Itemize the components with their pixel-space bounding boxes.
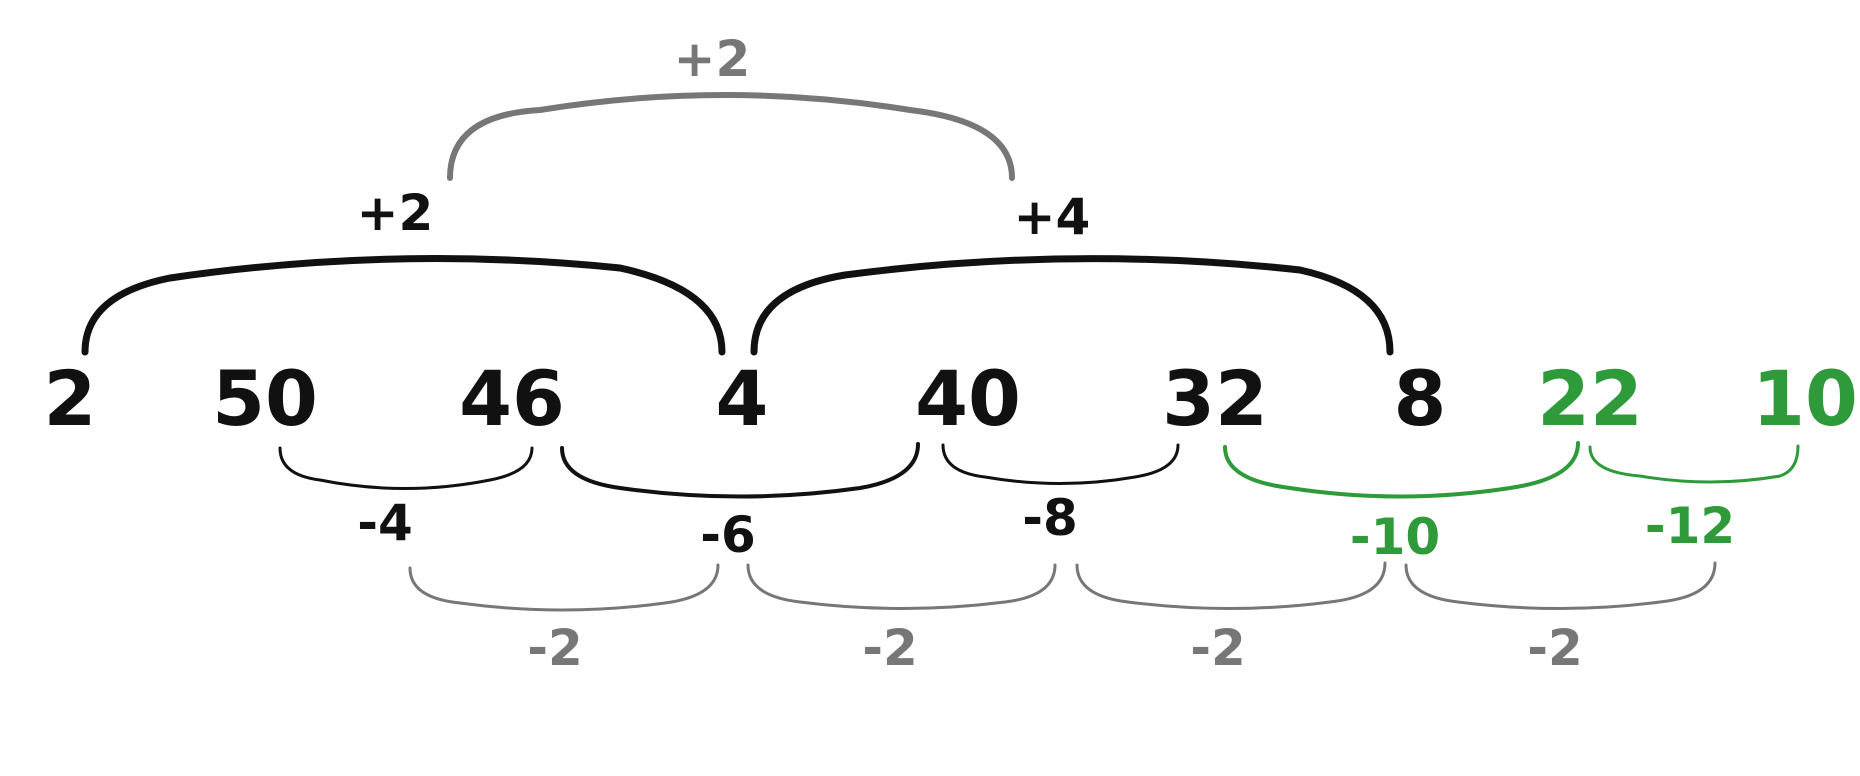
lower-second-difference-label: -2 [1190,619,1246,677]
sequence-number: 8 [1394,354,1447,443]
upper-difference-label: +2 [357,184,434,242]
lower-second-difference-arc [408,563,720,612]
lower-second-difference-arc [746,563,1057,610]
lower-difference-arc [1223,441,1580,499]
upper-second-difference-arc [447,92,1015,181]
sequence-number: 10 [1752,354,1858,443]
sequence-number: 50 [212,354,318,443]
lower-second-difference-arc [1075,561,1387,610]
lower-differences: -4 -6 -8 -10 -12 [278,441,1800,566]
lower-difference-arc [278,446,534,490]
lower-difference-label: -10 [1350,508,1440,566]
lower-difference-arc [941,443,1180,485]
upper-difference-label: +4 [1014,188,1091,246]
lower-difference-label: -12 [1645,497,1735,555]
lower-second-difference-arc [1404,561,1717,610]
lower-second-difference-label: -2 [527,619,583,677]
upper-differences: +2 +4 [81,184,1394,356]
lower-second-difference-label: -2 [862,619,918,677]
sequence-number: 4 [716,354,769,443]
sequence-number: 22 [1537,354,1643,443]
lower-second-differences: -2 -2 -2 -2 [408,561,1717,677]
sequence-number: 46 [459,354,565,443]
sequence-number: 2 [44,354,97,443]
sequence-number: 32 [1162,354,1268,443]
lower-second-difference-label: -2 [1527,619,1583,677]
upper-difference-arc [750,255,1394,356]
upper-second-difference: +2 [447,30,1015,181]
upper-second-difference-label: +2 [674,30,751,88]
lower-difference-arc [1588,444,1800,484]
lower-difference-arc [560,442,920,499]
lower-difference-label: -8 [1022,489,1078,547]
lower-difference-label: -4 [357,494,413,552]
sequence-numbers: 2 50 46 4 40 32 8 22 10 [44,354,1858,443]
sequence-number: 40 [915,354,1021,443]
upper-difference-arc [81,255,726,356]
lower-difference-label: -6 [700,506,756,564]
